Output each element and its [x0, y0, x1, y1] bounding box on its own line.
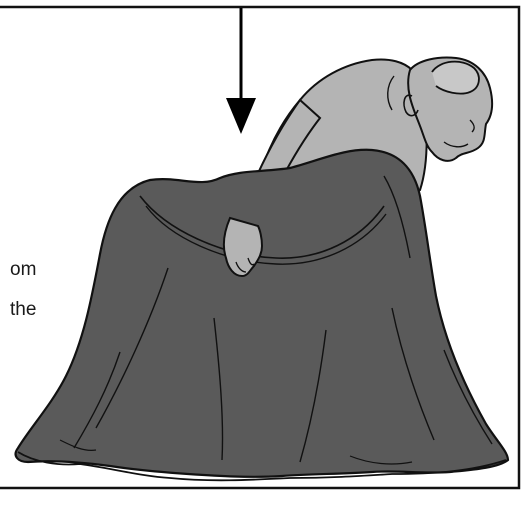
caption-line-2: the — [10, 299, 36, 321]
person-hair — [432, 62, 479, 94]
caption-line-1: om — [10, 259, 36, 281]
bag-shape — [16, 150, 508, 477]
arrow-down-icon — [226, 8, 256, 134]
trash-bag — [16, 150, 508, 481]
